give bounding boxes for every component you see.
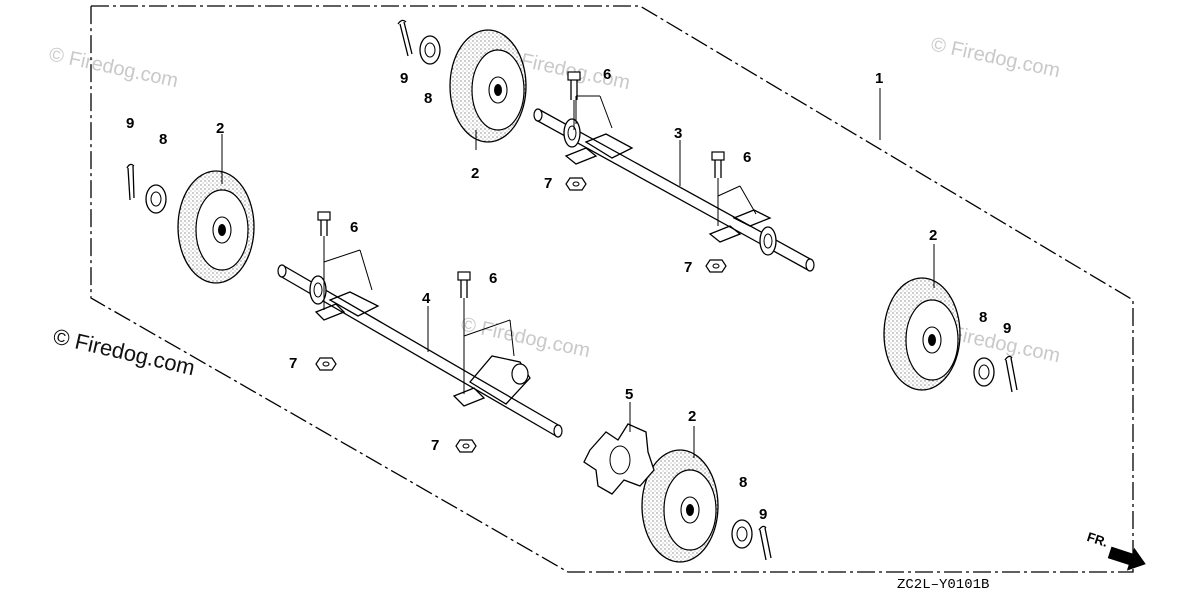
callout-cotter-pin: 9	[759, 506, 767, 523]
direction-arrow-icon	[1107, 546, 1146, 571]
callout-cotter-pin: 9	[1003, 320, 1011, 337]
callout-nut: 7	[289, 355, 297, 372]
callout-washer: 8	[159, 131, 167, 148]
cotter-pin-right	[1004, 355, 1018, 393]
bolt-3	[317, 211, 331, 310]
wheel-rear-right	[641, 449, 719, 563]
watermark-main: © Firedog.com	[51, 324, 198, 381]
direction-label: FR.	[1085, 529, 1110, 550]
callout-bolt: 6	[489, 270, 497, 287]
wheel-rear-left	[177, 170, 255, 284]
watermark-faint: © Firedog.com	[929, 33, 1062, 82]
callout-axle-assembly: 1	[875, 70, 883, 87]
callout-rear-axle: 4	[422, 290, 431, 307]
front-axle	[533, 108, 815, 272]
diagram-code: ZC2L–Y0101B	[897, 577, 989, 593]
bolt-2	[711, 151, 725, 226]
callout-bolt: 6	[603, 66, 611, 83]
rear-axle	[277, 264, 563, 438]
wheel-cap	[583, 423, 655, 495]
washer-left	[145, 184, 167, 214]
callout-wheel: 2	[216, 120, 224, 137]
cotter-pin-top	[397, 19, 413, 57]
callout-nut: 7	[684, 259, 692, 276]
callout-wheel-cap: 5	[625, 386, 633, 403]
nut-1	[565, 177, 587, 191]
callout-wheel: 2	[471, 165, 479, 182]
watermark-faint: © Firedog.com	[47, 43, 180, 92]
callout-bolt: 6	[350, 219, 358, 236]
nut-4	[455, 439, 477, 453]
watermark-faint: © Firedog.com	[459, 313, 592, 362]
direction-indicator: FR.	[1085, 529, 1146, 571]
bolt-4	[457, 271, 471, 394]
assembly-boundary	[90, 5, 1134, 573]
nut-3	[315, 357, 337, 371]
leader-lines	[221, 88, 935, 458]
washer-bottom	[731, 519, 753, 549]
washer-right	[973, 357, 995, 387]
bolt-1	[567, 71, 581, 130]
callout-wheel: 2	[929, 227, 937, 244]
callout-washer: 8	[424, 90, 432, 107]
wheel-front-left	[449, 29, 527, 143]
callout-cotter-pin: 9	[400, 70, 408, 87]
cotter-pin-left	[126, 163, 135, 201]
wheel-front-right	[883, 277, 961, 391]
callout-washer: 8	[739, 474, 747, 491]
callout-bolt: 6	[743, 149, 751, 166]
callout-cotter-pin: 9	[126, 115, 134, 132]
nut-2	[705, 259, 727, 273]
cotter-pin-bottom	[758, 525, 772, 561]
callout-washer: 8	[979, 309, 987, 326]
washer-top	[419, 35, 441, 65]
callout-front-axle: 3	[674, 125, 682, 142]
callout-nut: 7	[431, 437, 439, 454]
callout-wheel: 2	[688, 408, 696, 425]
callout-nut: 7	[544, 175, 552, 192]
